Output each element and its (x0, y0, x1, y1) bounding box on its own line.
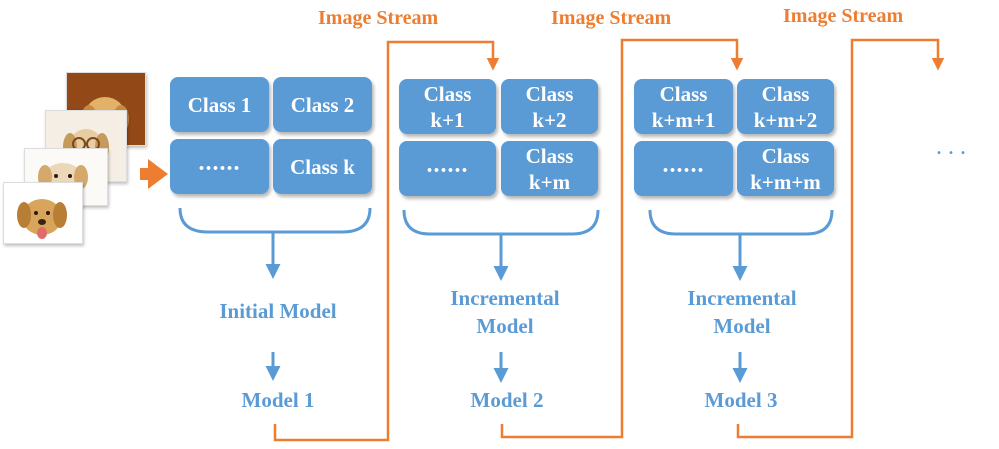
stage3-brace (648, 209, 834, 236)
stage3-model-label: Incremental Model (687, 286, 797, 338)
stage1-class-box-k: Class k (273, 139, 372, 194)
image-stream-label-1: Image Stream (318, 7, 439, 29)
stage1-class-box-1: Class 1 (170, 77, 269, 132)
image-stream-label-3: Image Stream (783, 5, 904, 27)
stage2-class-box-2: Class k+2 (501, 79, 598, 134)
dog-photo-4 (3, 182, 83, 244)
image-stream-path-2 (500, 38, 744, 439)
stage2-class-box-1: Class k+1 (399, 79, 496, 134)
stage2-class-box-m: Class k+m (501, 141, 598, 196)
stage3-class-box-1: Class k+m+1 (634, 79, 733, 134)
stage1-class-box-2: Class 2 (273, 77, 372, 132)
stage1-brace (178, 207, 372, 234)
continuation-ellipsis: ... (936, 134, 972, 160)
stage1-model-label: Initial Model (219, 299, 337, 323)
stage2-output-label: Model 2 (470, 388, 544, 412)
stage2-class-box-ellipsis: ...... (399, 141, 496, 196)
stage3-class-box-m: Class k+m+m (737, 141, 834, 196)
stage2-brace (402, 209, 600, 236)
image-stream-label-2: Image Stream (551, 7, 672, 29)
stage3-output-label: Model 3 (704, 388, 778, 412)
image-stream-path-3 (736, 38, 945, 439)
stage3-class-box-ellipsis: ...... (634, 141, 733, 196)
stage3-class-box-2: Class k+m+2 (737, 79, 834, 134)
image-stream-path-1 (273, 40, 500, 442)
stage2-model-label: Incremental Model (450, 286, 560, 338)
input-arrow (140, 159, 168, 189)
stage1-output-label: Model 1 (241, 388, 315, 412)
stage1-class-box-ellipsis: ...... (170, 139, 269, 194)
